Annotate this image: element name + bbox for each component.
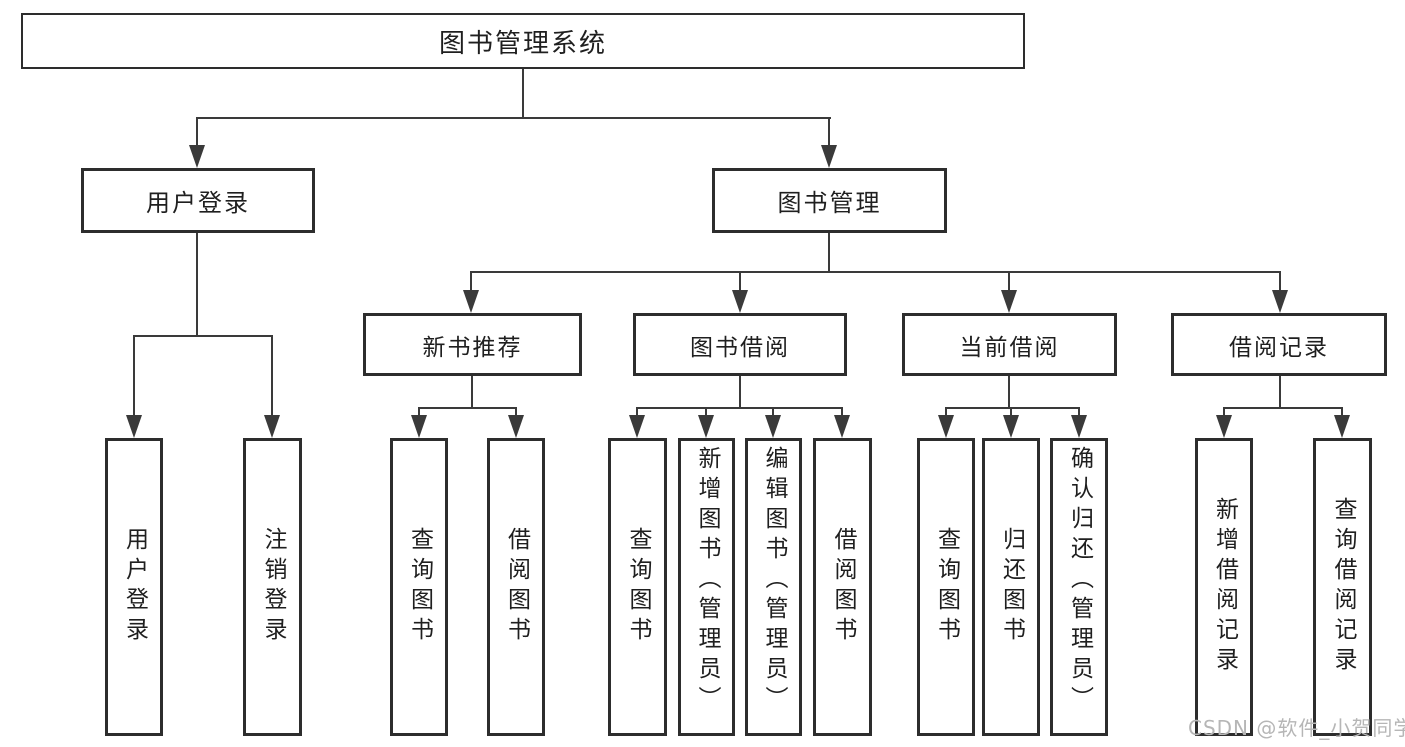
leaf-user-login: 用户登录 (105, 438, 163, 736)
connector-line (705, 407, 707, 417)
leaf-label: 新增图书（管理员） (694, 446, 720, 716)
leaf-add-borrow-record: 新增借阅记录 (1195, 438, 1253, 736)
leaf-label: 查询借阅记录 (1330, 497, 1356, 677)
connector-line (196, 233, 198, 337)
leaf-add-book-admin: 新增图书（管理员） (678, 438, 735, 736)
arrow-down-icon (1334, 415, 1350, 438)
connector-line (739, 271, 741, 292)
connector-line (945, 407, 947, 417)
node-borrowing-records: 借阅记录 (1171, 313, 1387, 376)
node-current-borrowing: 当前借阅 (902, 313, 1117, 376)
arrow-down-icon (732, 290, 748, 313)
leaf-query-books-recommend: 查询图书 (390, 438, 448, 736)
leaf-query-books-current: 查询图书 (917, 438, 975, 736)
connector-line (1008, 376, 1010, 409)
arrow-down-icon (1216, 415, 1232, 438)
connector-line (470, 271, 1281, 273)
arrow-down-icon (1071, 415, 1087, 438)
leaf-label: 借阅图书 (830, 527, 856, 647)
leaf-label: 新增借阅记录 (1211, 497, 1238, 677)
leaf-label: 查询图书 (625, 527, 651, 647)
arrow-down-icon (1003, 415, 1019, 438)
node-book-management: 图书管理 (712, 168, 947, 233)
connector-line (418, 407, 517, 409)
arrow-down-icon (1001, 290, 1017, 313)
arrow-down-icon (938, 415, 954, 438)
connector-line (1008, 271, 1010, 292)
leaf-label: 查询图书 (406, 527, 433, 647)
arrow-down-icon (834, 415, 850, 438)
connector-line (1078, 407, 1080, 417)
arrow-down-icon (411, 415, 427, 438)
leaf-label: 注销登录 (260, 527, 286, 647)
connector-line (471, 376, 473, 409)
arrow-down-icon (1272, 290, 1288, 313)
leaf-label: 归还图书 (998, 527, 1025, 647)
connector-line (828, 117, 830, 147)
connector-line (841, 407, 843, 417)
arrow-down-icon (189, 145, 205, 168)
connector-line (1223, 407, 1225, 417)
leaf-query-books-borrowing: 查询图书 (608, 438, 667, 736)
connector-line (133, 335, 273, 337)
connector-line (636, 407, 638, 417)
connector-line (470, 271, 472, 292)
connector-line (418, 407, 420, 417)
connector-line (196, 117, 198, 147)
node-user-login: 用户登录 (81, 168, 315, 233)
leaf-query-borrow-record: 查询借阅记录 (1313, 438, 1372, 736)
leaf-borrow-books-borrowing: 借阅图书 (813, 438, 872, 736)
connector-line (772, 407, 774, 417)
leaf-label: 用户登录 (121, 527, 148, 647)
connector-line (515, 407, 517, 417)
arrow-down-icon (765, 415, 781, 438)
connector-line (1341, 407, 1343, 417)
leaf-edit-book-admin: 编辑图书（管理员） (745, 438, 802, 736)
arrow-down-icon (463, 290, 479, 313)
node-book-borrowing: 图书借阅 (633, 313, 847, 376)
leaf-label: 确认归还（管理员） (1066, 446, 1093, 716)
leaf-label: 编辑图书（管理员） (761, 446, 787, 716)
leaf-label: 查询图书 (933, 527, 960, 647)
arrow-down-icon (698, 415, 714, 438)
node-new-book-recommend: 新书推荐 (363, 313, 582, 376)
connector-line (828, 233, 830, 273)
connector-line (1279, 376, 1281, 409)
arrow-down-icon (821, 145, 837, 168)
connector-line (1223, 407, 1343, 409)
connector-line (1010, 407, 1012, 417)
connector-line (945, 407, 1080, 409)
arrow-down-icon (126, 415, 142, 438)
connector-line (636, 407, 843, 409)
leaf-confirm-return-admin: 确认归还（管理员） (1050, 438, 1108, 736)
node-library-management-system: 图书管理系统 (21, 13, 1025, 69)
leaf-label: 借阅图书 (503, 527, 530, 647)
connector-line (271, 335, 273, 417)
arrow-down-icon (508, 415, 524, 438)
leaf-borrow-books-recommend: 借阅图书 (487, 438, 545, 736)
leaf-logout: 注销登录 (243, 438, 302, 736)
arrow-down-icon (629, 415, 645, 438)
connector-line (522, 69, 524, 118)
leaf-return-books: 归还图书 (982, 438, 1040, 736)
watermark: CSDN @软件_小贺同学 (1188, 716, 1405, 740)
connector-line (133, 335, 135, 417)
arrow-down-icon (264, 415, 280, 438)
connector-line (1279, 271, 1281, 292)
connector-line (739, 376, 741, 409)
connector-line (196, 117, 831, 119)
